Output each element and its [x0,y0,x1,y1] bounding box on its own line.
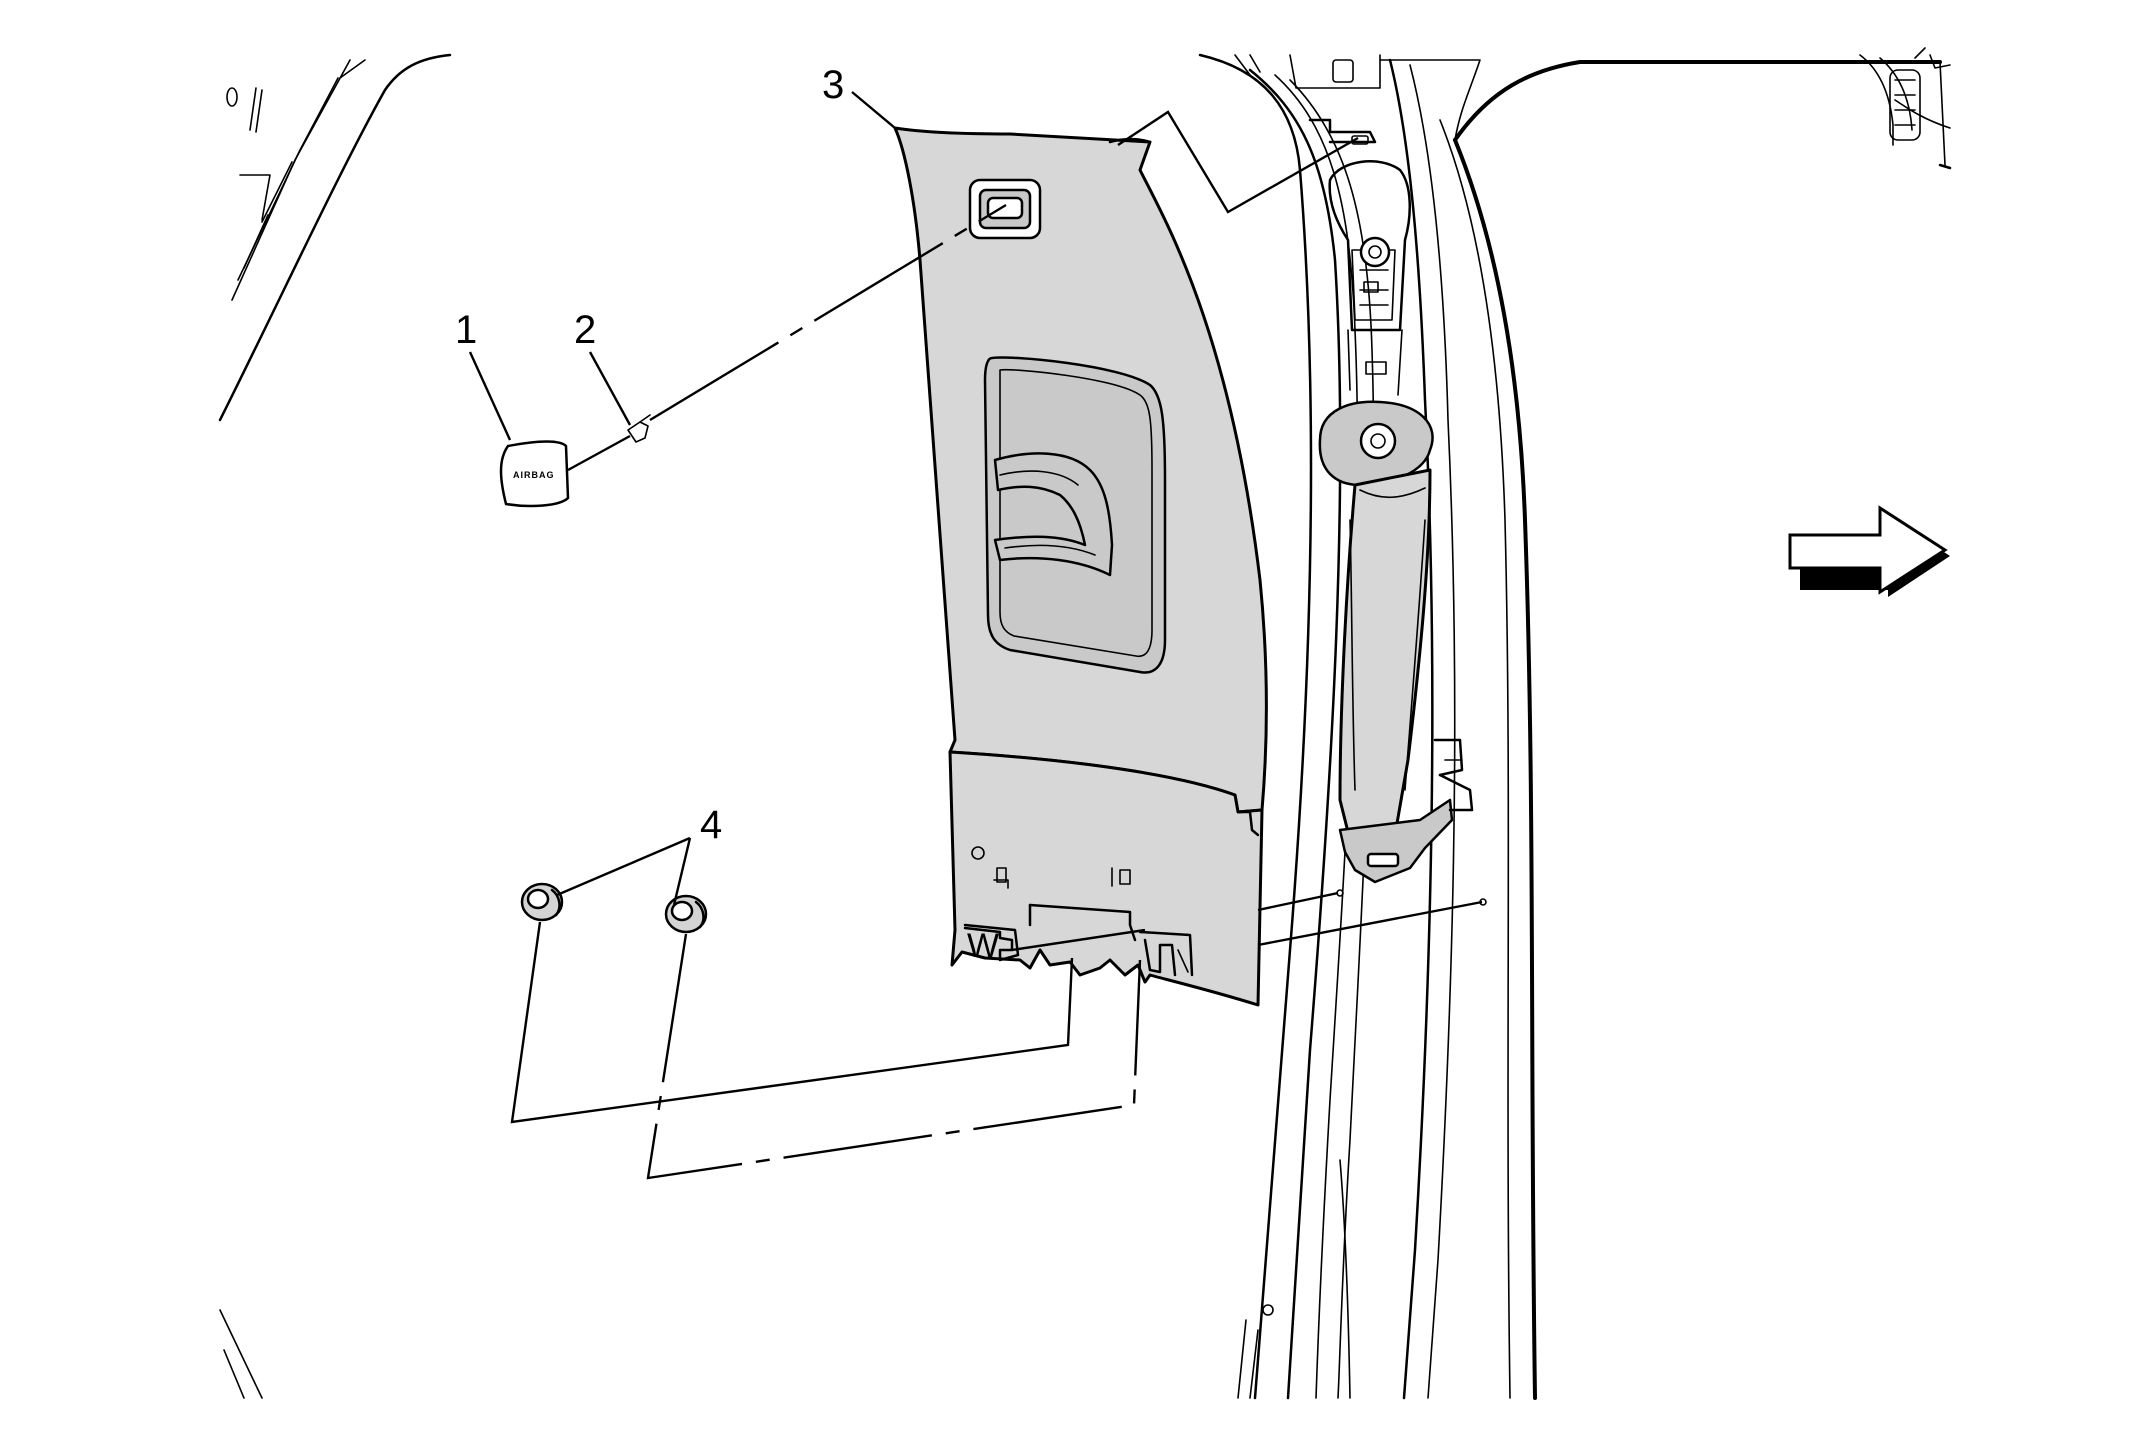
push-pin-retainer-2 [664,894,708,934]
airbag-emblem: AIRBAG [499,440,570,508]
arrow-right-icon [1788,505,1950,597]
b-pillar-trim-panel: W [893,126,1268,1007]
callout-2: 2 [574,308,596,352]
leader-lines [468,91,1483,1180]
callout-labels: 1 2 3 4 [455,63,844,847]
left-window-frame [218,53,452,422]
callout-3: 3 [822,63,844,107]
callout-1: 1 [455,308,477,352]
seat-belt-assembly [1318,160,1487,906]
push-pin-retainer-1 [520,882,564,922]
callout-4: 4 [700,803,722,847]
airbag-emblem-text: AIRBAG [513,470,555,480]
emblem-retainer-clip [627,414,651,443]
roof-rail-area [1859,47,1952,170]
svg-text:W: W [967,927,999,965]
lower-left-frame [219,1309,263,1399]
b-pillar-body [1198,53,1942,1400]
